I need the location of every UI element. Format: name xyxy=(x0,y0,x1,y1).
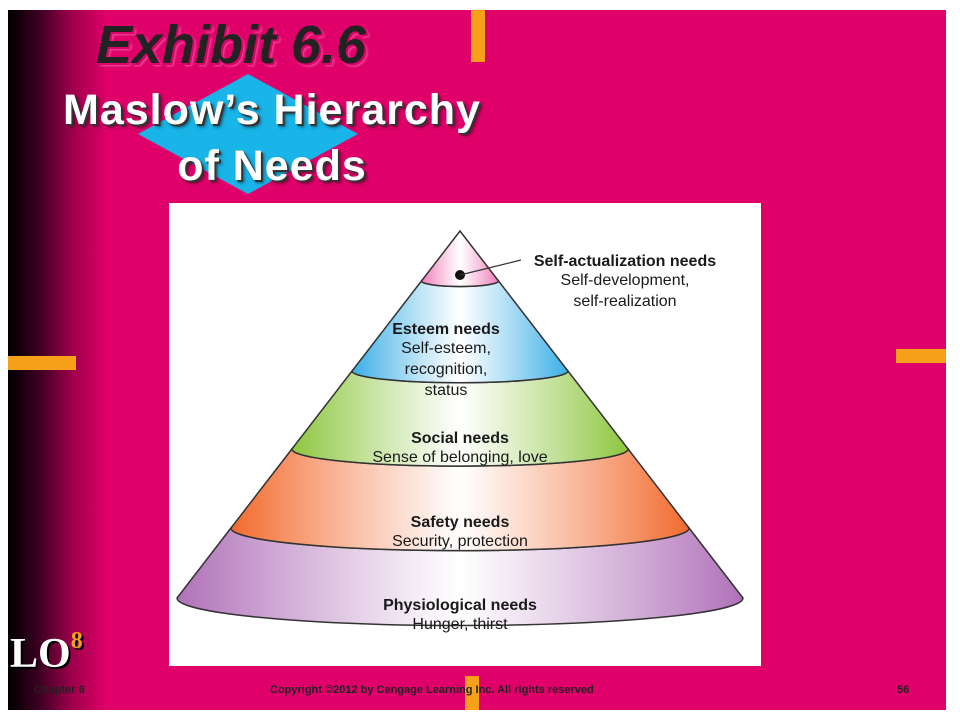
lo-number: 8 xyxy=(70,628,83,654)
accent-bar-bottom xyxy=(465,676,479,710)
level-name-3: Safety needs xyxy=(411,514,510,531)
level-detail-1-0: Self-esteem, xyxy=(401,340,491,357)
level-name-1: Esteem needs xyxy=(392,321,500,338)
footer-page-number: 56 xyxy=(897,684,910,696)
level-name-4: Physiological needs xyxy=(383,597,537,614)
level-detail-0-1: self-realization xyxy=(573,293,676,310)
accent-bar-top xyxy=(471,10,485,62)
level-detail-0-0: Self-development, xyxy=(561,272,690,289)
level-detail-1-2: status xyxy=(425,382,468,399)
footer-copyright: Copyright ©2012 by Cengage Learning Inc.… xyxy=(270,684,594,696)
exhibit-title: Exhibit 6.6 xyxy=(96,15,367,75)
slide-title-line1: Maslow’s Hierarchy xyxy=(63,86,481,134)
footer-chapter: Chapter 6 xyxy=(34,684,85,696)
callout-line xyxy=(459,259,522,276)
level-detail-2-0: Sense of belonging, love xyxy=(372,449,547,466)
level-name-0: Self-actualization needs xyxy=(534,253,716,270)
accent-bar-left xyxy=(8,356,76,370)
slide-title-line2: of Needs xyxy=(177,142,367,190)
learning-objective-badge: LO8 xyxy=(10,628,83,678)
pyramid-level-0 xyxy=(420,229,500,288)
accent-bar-right xyxy=(896,349,946,363)
lo-label: LO xyxy=(10,631,71,677)
level-name-2: Social needs xyxy=(411,430,509,447)
level-detail-3-0: Security, protection xyxy=(392,533,528,550)
pyramid-diagram: Self-actualization needsSelf-development… xyxy=(176,229,744,633)
level-detail-4-0: Hunger, thirst xyxy=(412,616,508,633)
level-detail-1-1: recognition, xyxy=(405,361,488,378)
